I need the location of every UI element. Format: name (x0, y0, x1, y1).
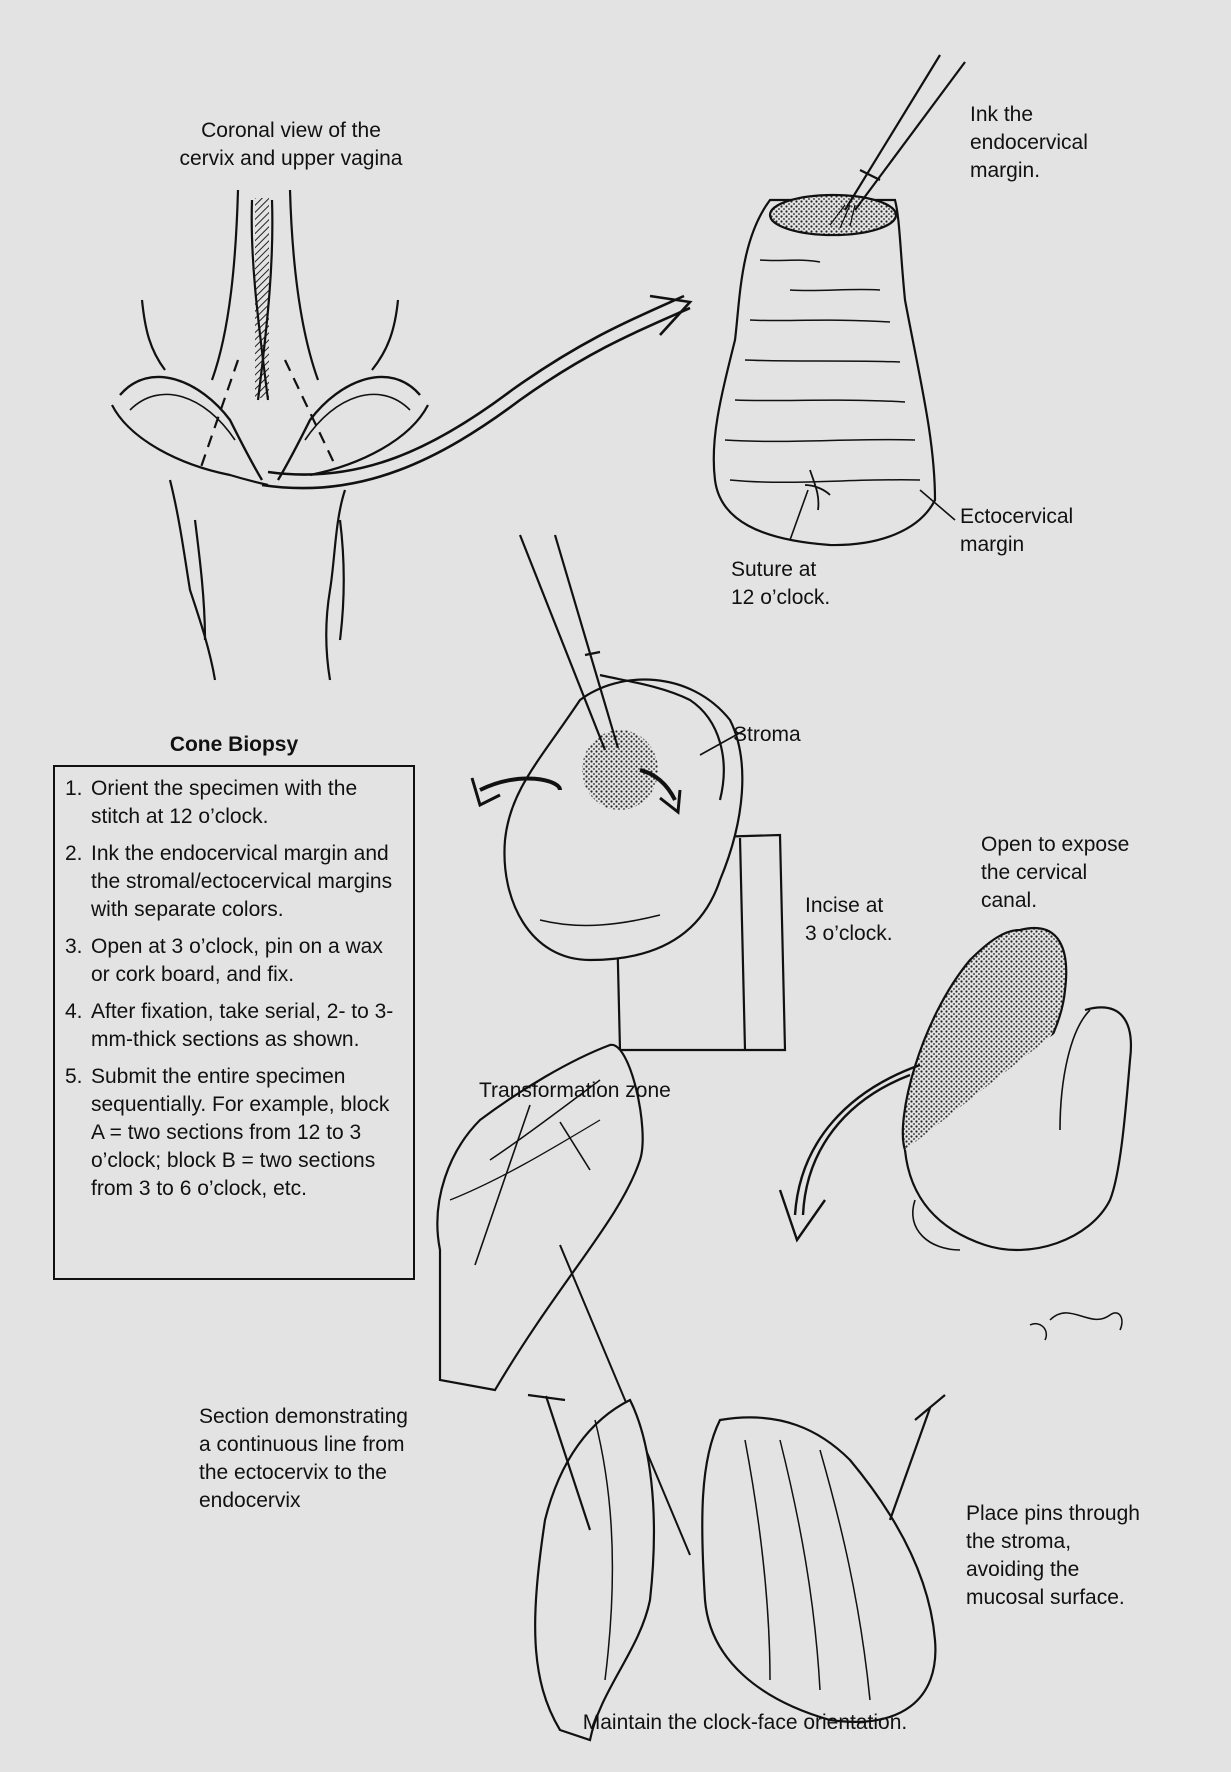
step-item: 4. After fixation, take serial, 2- to 3-… (65, 998, 403, 1054)
coronal-cervix-drawing (111, 189, 693, 681)
step-number: 4. (65, 1000, 83, 1023)
step-number: 5. (65, 1065, 83, 1088)
ectocervical-margin-label: Ectocervical margin (960, 505, 1074, 556)
incise-label: Incise at 3 o’clock. (805, 894, 893, 945)
transformation-zone-label: Transformation zone (479, 1079, 671, 1102)
artist-signature (1029, 1312, 1123, 1341)
cone-biopsy-title: Cone Biopsy (169, 733, 299, 756)
cone-specimen-drawing (712, 54, 966, 547)
step-item: 1. Orient the specimen with the stitch a… (65, 775, 403, 831)
ink-endocervical-label: Ink the endocervical margin. (970, 103, 1088, 182)
step-item: 3. Open at 3 o’clock, pin on a wax or co… (65, 933, 403, 989)
step-number: 2. (65, 842, 83, 865)
step-number: 3. (65, 935, 83, 958)
step-text: After fixation, take serial, 2- to 3-mm-… (91, 1000, 394, 1051)
pinned-sections-drawing (527, 1393, 946, 1742)
open-expose-label: Open to expose the cervical canal. (981, 833, 1130, 912)
place-pins-label: Place pins through the stroma, avoiding … (966, 1502, 1140, 1609)
step-text: Submit the entire specimen sequentially.… (91, 1065, 390, 1200)
cone-biopsy-steps-box: 1. Orient the specimen with the stitch a… (53, 765, 415, 1280)
section-wedge-drawing (436, 1043, 691, 1556)
suture-label: Suture at 12 o’clock. (731, 558, 831, 609)
stroma-label: Stroma (733, 723, 801, 746)
clock-face-label: Maintain the clock-face orientation. (582, 1711, 908, 1734)
step-number: 1. (65, 777, 83, 800)
section-demonstrating-label: Section demonstrating a continuous line … (199, 1405, 408, 1512)
step-item: 2. Ink the endocervical margin and the s… (65, 840, 403, 924)
opened-canal-drawing (778, 927, 1132, 1252)
step-text: Open at 3 o’clock, pin on a wax or cork … (91, 935, 383, 986)
step-item: 5. Submit the entire specimen sequential… (65, 1063, 403, 1203)
step-text: Orient the specimen with the stitch at 1… (91, 777, 358, 828)
step-text: Ink the endocervical margin and the stro… (91, 842, 393, 921)
inking-cylinder-drawing (470, 534, 787, 1052)
coronal-view-label: Coronal view of the cervix and upper vag… (179, 119, 403, 170)
